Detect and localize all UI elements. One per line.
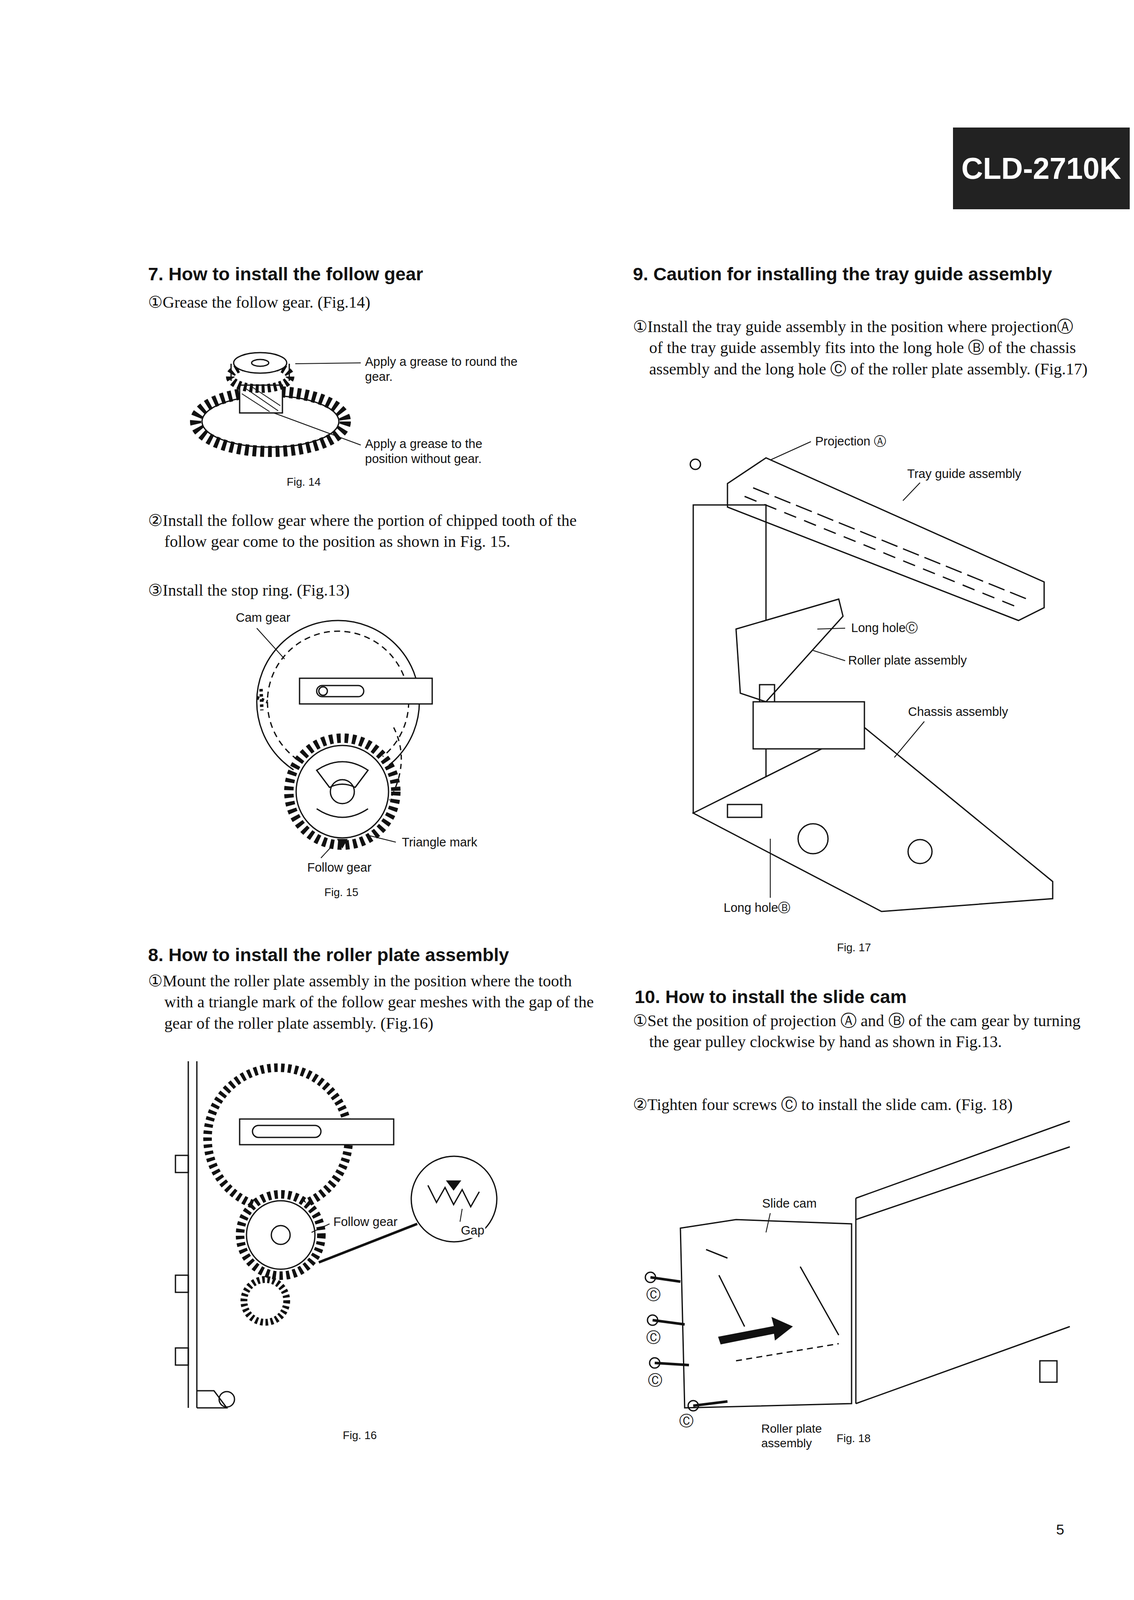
part-label: Triangle mark — [400, 834, 478, 850]
part-label: Ⓒ — [645, 1328, 662, 1347]
model-number: CLD-2710K — [961, 151, 1122, 186]
part-label: Fig. 14 — [286, 475, 373, 489]
part-label: Roller plate assembly — [847, 653, 968, 668]
part-label: 5 — [1056, 1520, 1082, 1539]
instruction-text: ①Install the tray guide assembly in the … — [632, 316, 1089, 380]
model-badge: CLD-2710K — [952, 127, 1130, 210]
section-heading: 10. How to install the slide cam — [634, 985, 1063, 1009]
part-label: Chassis assembly — [907, 704, 1010, 720]
part-label: Apply a grease to the position without g… — [364, 436, 530, 467]
part-label: Gap — [460, 1223, 486, 1238]
section-heading: 7. How to install the follow gear — [148, 263, 619, 286]
part-label: Cam gear — [234, 610, 291, 626]
fig14-gear — [195, 352, 361, 452]
part-label: Long holeⒸ — [850, 620, 919, 636]
part-label: Fig. 17 — [837, 941, 923, 955]
part-label: Tray guide assembly — [906, 466, 1022, 482]
part-label: Ⓒ — [647, 1371, 664, 1390]
part-label: Ⓒ — [645, 1285, 662, 1304]
fig16-assembly — [175, 1061, 497, 1408]
section-heading: 8. How to install the roller plate assem… — [148, 944, 602, 967]
instruction-text: ③Install the stop ring. (Fig.13) — [148, 579, 604, 601]
part-label: Long holeⒷ — [722, 900, 792, 916]
part-label: Slide cam — [761, 1196, 818, 1212]
part-label: Apply a grease to round the gear. — [364, 354, 530, 385]
instruction-text: ①Set the position of projection Ⓐ and Ⓑ … — [632, 1010, 1089, 1053]
instruction-text: ②Tighten four screws Ⓒ to install the sl… — [632, 1094, 1089, 1116]
instruction-text: ①Mount the roller plate assembly in the … — [148, 970, 604, 1034]
part-label: Ⓒ — [678, 1412, 695, 1430]
fig17-assembly — [690, 441, 1053, 912]
part-label: Follow gear — [306, 860, 373, 876]
part-label: Fig. 16 — [342, 1428, 429, 1443]
part-label: Fig. 15 — [324, 885, 410, 900]
part-label: Follow gear — [332, 1214, 399, 1230]
part-label: Projection Ⓐ — [814, 433, 888, 449]
instruction-text: ②Install the follow gear where the porti… — [148, 510, 604, 553]
instruction-text: ①Grease the follow gear. (Fig.14) — [148, 291, 604, 313]
fig15-gears — [256, 620, 433, 858]
part-label: Fig. 18 — [836, 1431, 923, 1446]
fig18-assembly — [645, 1121, 1070, 1411]
section-heading: 9. Caution for installing the tray guide… — [632, 263, 1061, 286]
part-label: Roller plate assembly — [760, 1421, 835, 1451]
